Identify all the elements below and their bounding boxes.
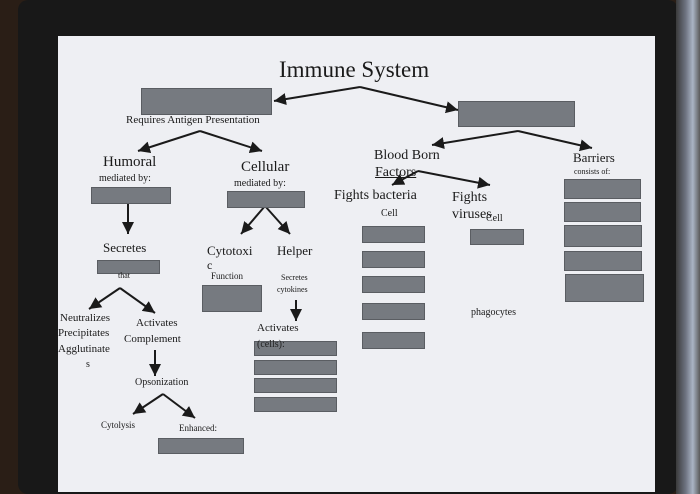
blank-box-barrier-2: [564, 202, 641, 222]
requires-antigen-label: Requires Antigen Presentation: [126, 114, 260, 126]
blank-box-activates-cells-4: [254, 397, 337, 412]
enhanced-label: Enhanced:: [179, 423, 217, 433]
cellular-mediated-label: mediated by:: [234, 178, 286, 189]
opsonization-label: Opsonization: [135, 377, 189, 388]
fights-viruses-label-1: Fights: [452, 190, 488, 205]
blank-box-viruses: [470, 229, 524, 245]
factors-label: Factors: [375, 165, 417, 180]
blank-box-top-left: [141, 88, 272, 115]
cytotoxic-label-2: c: [207, 258, 213, 272]
blank-box-bacteria-1: [362, 226, 425, 243]
blank-box-bacteria-4: [362, 303, 425, 320]
blank-box-enhanced: [158, 438, 244, 454]
barriers-label: Barriers: [573, 150, 615, 165]
activates-cells-label-2: (cells):: [257, 339, 285, 350]
blank-box-activates-cells-3: [254, 378, 337, 393]
blank-box-activates-cells-2: [254, 360, 337, 375]
blank-box-top-right: [458, 101, 575, 127]
cytolysis-label: Cytolysis: [101, 420, 136, 430]
precipitates-label: Precipitates: [58, 327, 110, 339]
cellular-label: Cellular: [241, 159, 290, 175]
activates-label: Activates: [136, 317, 178, 329]
fights-viruses-label-2: viruses: [452, 207, 492, 222]
blank-box-bacteria-5: [362, 332, 425, 349]
humoral-mediated-label: mediated by:: [99, 173, 151, 184]
secretes-label: Secretes: [103, 240, 147, 255]
blank-box-barrier-1: [564, 179, 641, 199]
fights-viruses-cell-label: Cell: [486, 213, 503, 224]
activates-cells-label-1: Activates: [257, 322, 299, 334]
helper-label: Helper: [277, 243, 313, 258]
fights-bacteria-label: Fights bacteria: [334, 188, 417, 203]
blank-box-cellular: [227, 191, 305, 208]
background-object: [676, 0, 700, 494]
secretes-cytokines-label-1: Secretes: [281, 273, 308, 282]
cytotoxic-label-1: Cytotoxi: [207, 243, 253, 258]
blank-box-bacteria-2: [362, 251, 425, 268]
blank-box-humoral: [91, 187, 171, 204]
neutralizes-label: Neutralizes: [60, 312, 111, 324]
blank-box-cytotoxic-function: [202, 285, 262, 312]
function-label: Function: [211, 271, 244, 281]
agglutinate-label: Agglutinate: [58, 343, 110, 355]
complement-label: Complement: [124, 333, 181, 345]
phagocytes-label: phagocytes: [471, 307, 516, 318]
blood-born-label: Blood Born: [374, 148, 440, 163]
secretes-cytokines-label-2: cytokines: [277, 285, 308, 294]
diagram-title: Immune System: [279, 57, 430, 82]
blank-box-secretes: [97, 260, 160, 274]
blank-box-barrier-4: [564, 251, 642, 271]
humoral-label: Humoral: [103, 154, 157, 170]
agglutinate-s-label: s: [86, 359, 90, 370]
that-label: that: [118, 271, 130, 280]
blank-box-bacteria-3: [362, 276, 425, 293]
blank-box-barrier-3: [564, 225, 642, 247]
blank-box-barrier-5: [565, 274, 644, 302]
barriers-consists-label: consists of:: [574, 167, 611, 176]
blank-box-activates-cells-1: [254, 341, 337, 356]
fights-bacteria-cell-label: Cell: [381, 208, 398, 219]
